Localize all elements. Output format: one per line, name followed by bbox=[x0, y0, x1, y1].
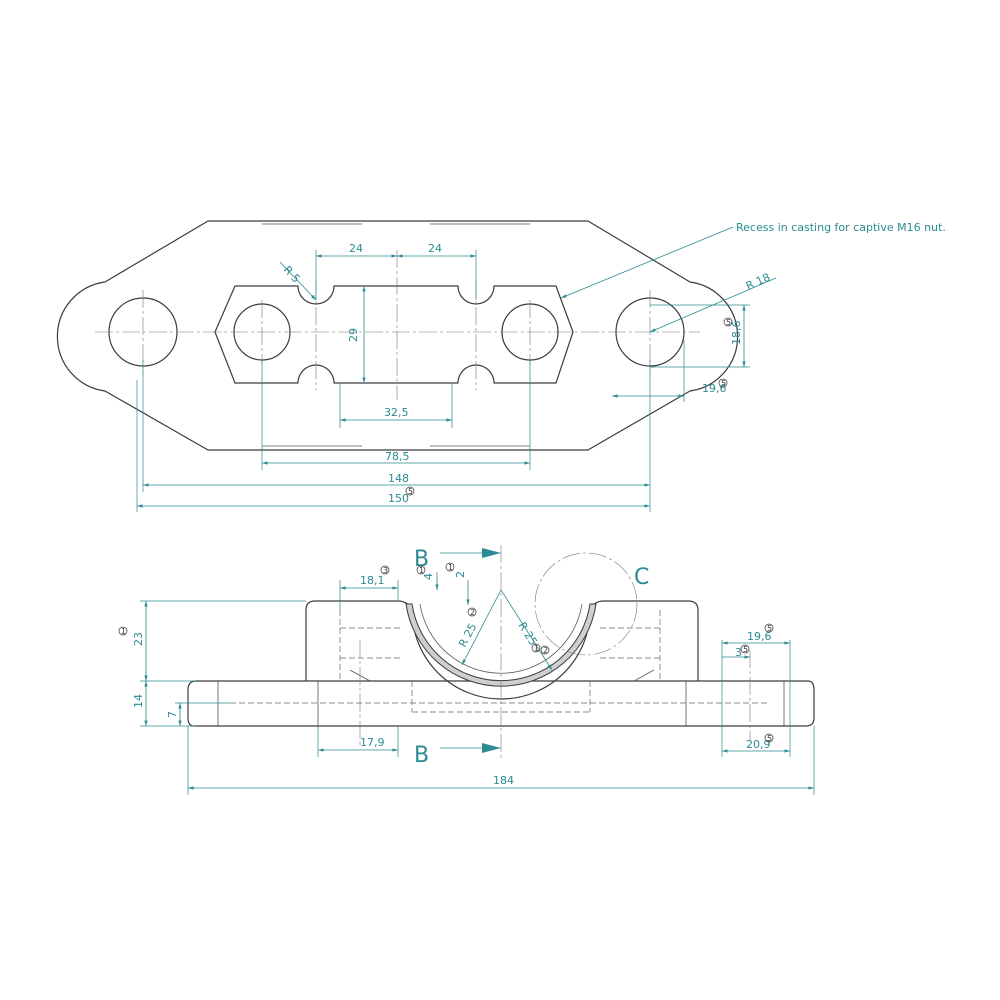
detail-c-label: C bbox=[634, 565, 649, 590]
marker-5-20-9: 5 bbox=[767, 734, 772, 743]
marker-1-4: 1 bbox=[419, 566, 424, 575]
marker-3-18-1: 3 bbox=[383, 566, 388, 575]
dim-19-6-bottom: 19,6 bbox=[747, 630, 772, 643]
dim-23: 23 bbox=[132, 632, 145, 646]
marker-1-23: 1 bbox=[121, 627, 126, 636]
dim-r18: R 18 bbox=[744, 271, 772, 293]
nut-recess-outline bbox=[214, 285, 574, 384]
section-b-bottom: B bbox=[414, 743, 429, 768]
bore-section bbox=[405, 603, 597, 687]
dim-17-9: 17,9 bbox=[360, 736, 385, 749]
dim-20-9: 20,9 bbox=[746, 738, 771, 751]
marker-2-center: 2 bbox=[470, 608, 475, 617]
plate-outline bbox=[56, 220, 739, 451]
detail-c-circle bbox=[534, 552, 638, 656]
marker-1-2: 1 bbox=[448, 563, 453, 572]
dim-18-1: 18,1 bbox=[360, 574, 385, 587]
bearing-block bbox=[305, 600, 699, 700]
casting-note: Recess in casting for captive M16 nut. bbox=[736, 221, 946, 234]
dim-3: 3 bbox=[735, 646, 742, 659]
dim-18-6: 18,6 bbox=[730, 321, 743, 346]
dim-2: 2 bbox=[454, 571, 467, 578]
marker-5-18-6: 5 bbox=[726, 318, 731, 327]
dim-14: 14 bbox=[132, 694, 145, 708]
dim-150: 150 bbox=[388, 492, 409, 505]
marker-5-3: 5 bbox=[743, 645, 748, 654]
dim-148: 148 bbox=[388, 472, 409, 485]
base-plate bbox=[187, 680, 815, 727]
marker-5-19-6-bottom: 5 bbox=[767, 624, 772, 633]
dim-r25-left: R 25 bbox=[456, 621, 479, 649]
dim-78-5: 78,5 bbox=[385, 450, 410, 463]
front-view: B B C 18,1 3 4 1 2 1 2 R 25 R 25 1 2 bbox=[118, 545, 815, 795]
marker-2-r25: 2 bbox=[543, 646, 548, 655]
marker-5-150: 5 bbox=[408, 487, 413, 496]
dim-7: 7 bbox=[166, 711, 179, 718]
top-view: 24 24 R 5 29 32,5 78,5 148 150 5 Recess … bbox=[56, 220, 946, 512]
marker-5-19-6-top: 5 bbox=[721, 379, 726, 388]
dim-29: 29 bbox=[347, 328, 360, 342]
dim-19-6-top: 19,6 bbox=[702, 382, 727, 395]
dim-24-left: 24 bbox=[349, 242, 363, 255]
dim-24-right: 24 bbox=[428, 242, 442, 255]
marker-1-r25: 1 bbox=[534, 644, 539, 653]
dim-184: 184 bbox=[493, 774, 514, 787]
dim-4: 4 bbox=[422, 573, 435, 580]
dim-32-5: 32,5 bbox=[384, 406, 409, 419]
section-b-top: B bbox=[414, 547, 429, 572]
